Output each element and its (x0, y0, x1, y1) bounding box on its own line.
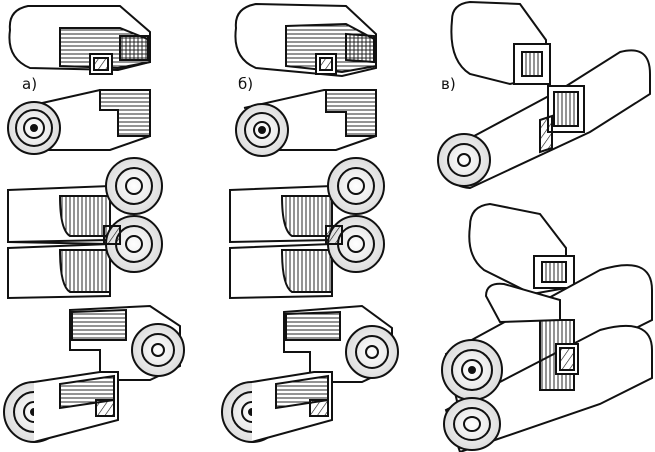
wall-a (8, 158, 162, 298)
log-b-bottom-lower (222, 372, 332, 442)
column-a-assembly (4, 6, 184, 442)
log-a-top (9, 6, 150, 74)
log-b-top (235, 4, 376, 76)
log-a-bottom-upper (70, 306, 184, 380)
log-v-second (438, 50, 650, 188)
label-variant-v: в) (441, 75, 456, 93)
wall-v (442, 265, 652, 452)
log-a-second (8, 90, 150, 154)
log-v-top (451, 2, 550, 84)
log-v-peg-log (469, 204, 574, 294)
column-v-assembly (438, 2, 652, 452)
log-b-bottom-upper (284, 306, 398, 382)
log-a-bottom-lower (4, 372, 118, 442)
label-variant-b: б) (238, 75, 254, 93)
log-b-second (236, 90, 376, 156)
wall-b (230, 158, 384, 298)
column-b-assembly (222, 4, 398, 442)
label-variant-a: а) (22, 75, 38, 93)
